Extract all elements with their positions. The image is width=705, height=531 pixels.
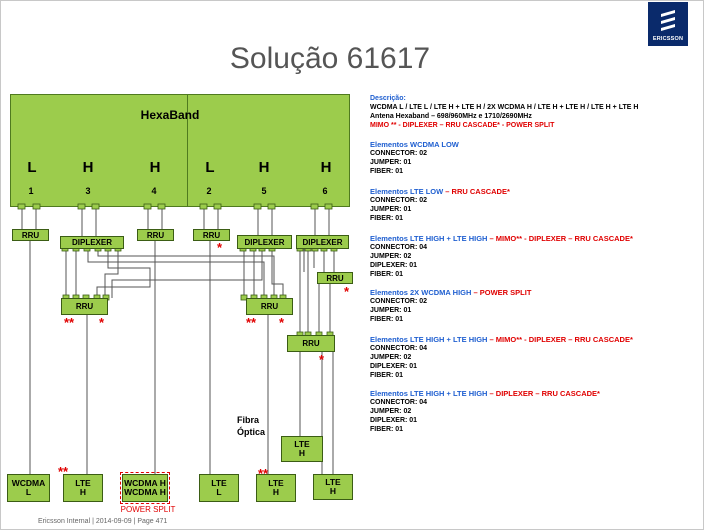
wcdma-hh-unit: WCDMA H WCDMA H [122, 474, 168, 502]
elements-section: Elementos WCDMA LOW CONNECTOR: 02 JUMPER… [370, 140, 700, 176]
section-line: CONNECTOR: 04 [370, 399, 428, 406]
diplexer-box: DIPLEXER [237, 235, 292, 249]
elements-section: Elementos LTE HIGH + LTE HIGH – MIMO** -… [370, 234, 700, 279]
section-subtitle: – RRU CASCADE* [443, 187, 510, 196]
lte-h-unit: LTE H [281, 436, 323, 462]
section-line: DIPLEXER: 01 [370, 262, 418, 269]
lte-l-unit: LTE L [199, 474, 239, 502]
port-number: 5 [261, 186, 267, 196]
section-line: CONNECTOR: 02 [370, 150, 428, 157]
section-line: JUMPER: 02 [370, 253, 412, 260]
section-title: Elementos 2X WCDMA HIGH [370, 288, 472, 297]
footer: Ericsson Internal | 2014-09-09 | Page 47… [38, 518, 168, 525]
section-line: CONNECTOR: 04 [370, 244, 428, 251]
port-number: 1 [28, 186, 34, 196]
section-line: FIBER: 01 [370, 426, 404, 433]
band-label: L [205, 159, 215, 176]
section-line: JUMPER: 01 [370, 159, 412, 166]
section-subtitle: – DIPLEXER – RRU CASCADE* [487, 389, 600, 398]
elements-section: Elementos LTE HIGH + LTE HIGH – MIMO** -… [370, 335, 700, 380]
mimo-mark: ** [64, 315, 75, 330]
section-line: FIBER: 01 [370, 168, 404, 175]
section-line: JUMPER: 01 [370, 206, 412, 213]
ericsson-logo: ERICSSON [648, 2, 688, 46]
elements-section: Elementos 2X WCDMA HIGH – POWER SPLIT CO… [370, 288, 700, 324]
elements-section: Elementos LTE HIGH + LTE HIGH – DIPLEXER… [370, 389, 700, 434]
wcdma-l-unit: WCDMA L [7, 474, 50, 502]
rru-box: RRU [61, 298, 108, 315]
section-title: Elementos WCDMA LOW [370, 140, 459, 149]
mimo-mark: ** [246, 315, 257, 330]
rru-box: RRU [287, 335, 335, 352]
elements-section: Elementos LTE LOW – RRU CASCADE* CONNECT… [370, 187, 700, 223]
band-label: L [27, 159, 37, 176]
hexaband-antenna [10, 94, 350, 207]
description-line: MIMO ** - DIPLEXER – RRU CASCADE* - POWE… [370, 122, 555, 129]
port-number: 4 [151, 186, 157, 196]
rru-box: RRU [246, 298, 293, 315]
section-title: Elementos LTE HIGH + LTE HIGH [370, 234, 488, 243]
section-line: JUMPER: 01 [370, 307, 412, 314]
description-line: Antena Hexaband – 698/960MHz e 1710/2690… [370, 113, 532, 120]
description-line: WCDMA L / LTE L / LTE H + LTE H / 2X WCD… [370, 104, 639, 111]
port-number: 2 [206, 186, 212, 196]
rru-box: RRU [317, 272, 353, 284]
description-label: Descrição: [370, 95, 406, 102]
diplexer-box: DIPLEXER [60, 236, 124, 249]
cascade-mark: * [319, 352, 325, 367]
power-split-frame [120, 472, 170, 504]
logo-wordmark: ERICSSON [652, 36, 684, 42]
page-title: Solução 61617 [229, 42, 431, 75]
antenna-divider [187, 94, 188, 207]
section-line: DIPLEXER: 01 [370, 417, 418, 424]
diplexer-box: DIPLEXER [296, 235, 349, 249]
mimo-mark: ** [258, 466, 269, 481]
cascade-mark: * [344, 284, 350, 299]
rru-box: RRU [12, 229, 49, 241]
section-line: FIBER: 01 [370, 271, 404, 278]
section-line: JUMPER: 02 [370, 408, 412, 415]
lte-h-unit: LTE H [256, 474, 296, 502]
band-label: H [149, 159, 161, 176]
rru-box: RRU [137, 229, 174, 241]
description-panel: Descrição: WCDMA L / LTE L / LTE H + LTE… [370, 94, 700, 434]
section-subtitle: – POWER SPLIT [471, 288, 532, 297]
mimo-mark: ** [58, 464, 69, 479]
cascade-mark: * [99, 315, 105, 330]
rru-box: RRU [193, 229, 230, 241]
fibra-optica-label: Fibra Óptica [237, 415, 266, 437]
lte-h-unit: LTE H [63, 474, 103, 502]
section-subtitle: – MIMO** - DIPLEXER – RRU CASCADE* [487, 234, 633, 243]
port-number: 3 [85, 186, 91, 196]
section-line: FIBER: 01 [370, 372, 404, 379]
port-number: 6 [322, 186, 328, 196]
section-subtitle: – MIMO** - DIPLEXER – RRU CASCADE* [487, 335, 633, 344]
band-label: H [82, 159, 94, 176]
cascade-mark: * [279, 315, 285, 330]
ericsson-mark-icon [661, 10, 675, 31]
section-line: CONNECTOR: 02 [370, 298, 428, 305]
section-title: Elementos LTE HIGH + LTE HIGH [370, 389, 488, 398]
section-line: JUMPER: 02 [370, 354, 412, 361]
section-line: FIBER: 01 [370, 215, 404, 222]
section-line: FIBER: 01 [370, 316, 404, 323]
section-title: Elementos LTE LOW [370, 187, 444, 196]
power-split-label: POWER SPLIT [120, 505, 176, 514]
section-line: CONNECTOR: 02 [370, 197, 428, 204]
cascade-mark: * [217, 240, 223, 255]
band-label: H [320, 159, 332, 176]
section-line: CONNECTOR: 04 [370, 345, 428, 352]
hexaband-title: HexaBand [140, 108, 200, 122]
band-label: H [258, 159, 270, 176]
section-title: Elementos LTE HIGH + LTE HIGH [370, 335, 488, 344]
lte-h-unit: LTE H [313, 474, 353, 500]
section-line: DIPLEXER: 01 [370, 363, 418, 370]
